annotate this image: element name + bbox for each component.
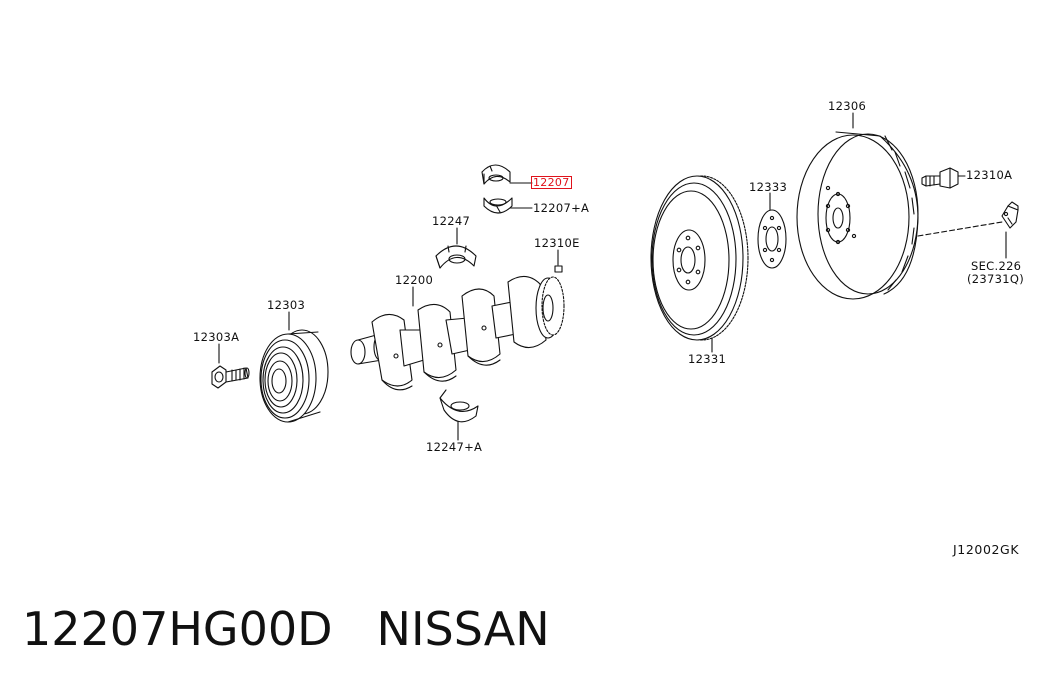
main-bearing-lower[interactable] — [483, 197, 513, 214]
label-12303A[interactable]: 12303A — [193, 330, 240, 344]
brand-name: NISSAN — [376, 602, 550, 656]
label-12310A[interactable]: 12310A — [966, 168, 1013, 182]
label-12207-highlighted[interactable]: 12207 — [531, 176, 572, 189]
flywheel-bolt[interactable] — [921, 167, 959, 189]
pulley-bolt[interactable] — [211, 365, 250, 389]
main-bearing-upper[interactable] — [481, 164, 511, 185]
label-12200[interactable]: 12200 — [395, 273, 434, 287]
label-12247A[interactable]: 12247+A — [426, 440, 483, 454]
flywheel-12306[interactable] — [796, 131, 919, 300]
label-12306[interactable]: 12306 — [828, 99, 867, 113]
part-number: 12207HG00D — [22, 602, 333, 656]
crankshaft[interactable] — [350, 275, 565, 391]
label-sec226-part: (23731Q) — [967, 272, 1025, 286]
thrust-bearing-upper[interactable] — [435, 245, 477, 269]
label-12310E[interactable]: 12310E — [534, 236, 580, 250]
label-12303[interactable]: 12303 — [267, 298, 306, 312]
label-sec226[interactable]: SEC.226 — [971, 259, 1022, 273]
diagram-code: J12002GK — [953, 542, 1020, 557]
label-12247[interactable]: 12247 — [432, 214, 471, 228]
label-12333[interactable]: 12333 — [749, 180, 788, 194]
crank-pulley[interactable] — [259, 329, 329, 423]
label-12207A[interactable]: 12207+A — [533, 201, 590, 215]
reinforcement-plate[interactable] — [757, 209, 787, 269]
thrust-bearing-lower[interactable] — [439, 389, 479, 423]
drive-plate[interactable] — [650, 175, 749, 341]
leader-lines — [218, 112, 1007, 441]
crank-position-sensor[interactable] — [917, 201, 1019, 237]
label-12331[interactable]: 12331 — [688, 352, 727, 366]
footer-caption: 12207HG00D NISSAN — [22, 602, 550, 656]
pilot-pin[interactable] — [554, 265, 563, 273]
